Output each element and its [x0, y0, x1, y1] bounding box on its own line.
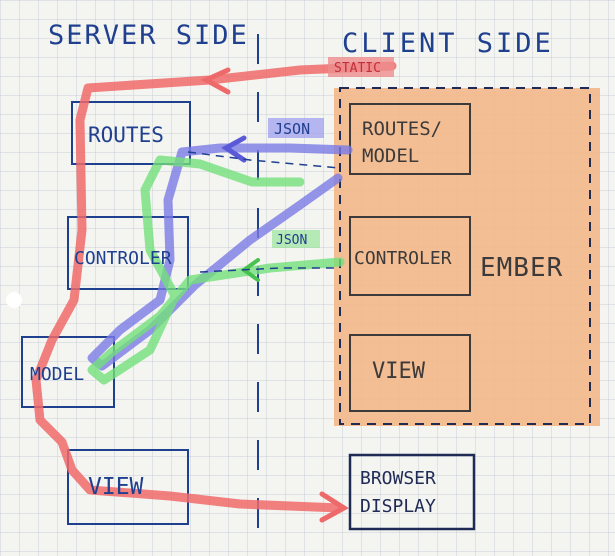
- client-model-label: MODEL: [362, 145, 419, 167]
- json-return-arrowhead: [221, 135, 247, 163]
- ember-region: [334, 88, 600, 426]
- routes-box: [71, 101, 191, 165]
- model-label: MODEL: [30, 364, 84, 385]
- browser-label: BROWSER: [360, 468, 436, 489]
- json-mid-label: JSON: [276, 233, 307, 248]
- ember-dashed-border: [339, 87, 591, 425]
- client-routes-model-box: [349, 103, 471, 175]
- server-side-heading: SERVER SIDE: [48, 20, 249, 51]
- json-top-label: JSON: [274, 120, 310, 138]
- static-label: STATIC: [334, 61, 381, 76]
- dashed-link-1: [187, 151, 341, 169]
- browser-arrowhead: [319, 491, 349, 523]
- json-top-label-bg: [268, 118, 324, 138]
- ember-label: EMBER: [480, 253, 563, 283]
- client-routes-label: ROUTES/: [362, 118, 442, 140]
- json-mid-label-bg: [272, 230, 320, 248]
- client-side-heading: CLIENT SIDE: [342, 28, 554, 59]
- static-arrowhead: [200, 67, 231, 95]
- static-flow-arrow: [31, 61, 397, 513]
- client-view-box: [349, 334, 471, 412]
- view-label: VIEW: [88, 474, 144, 500]
- client-view-label: VIEW: [372, 359, 426, 384]
- paper-hole: [6, 292, 22, 308]
- controller-flow: [87, 155, 345, 385]
- browser-display-box: [348, 453, 476, 531]
- controller-label: CONTROLER: [74, 248, 172, 269]
- view-box: [67, 449, 189, 525]
- client-controller-label: CONTROLER: [354, 248, 452, 269]
- client-controller-box: [349, 216, 471, 296]
- static-label-bg: [328, 57, 394, 77]
- display-label: DISPLAY: [360, 496, 436, 517]
- json-request-flow: [87, 143, 353, 371]
- routes-label: ROUTES: [88, 123, 164, 147]
- controller-box: [67, 216, 189, 290]
